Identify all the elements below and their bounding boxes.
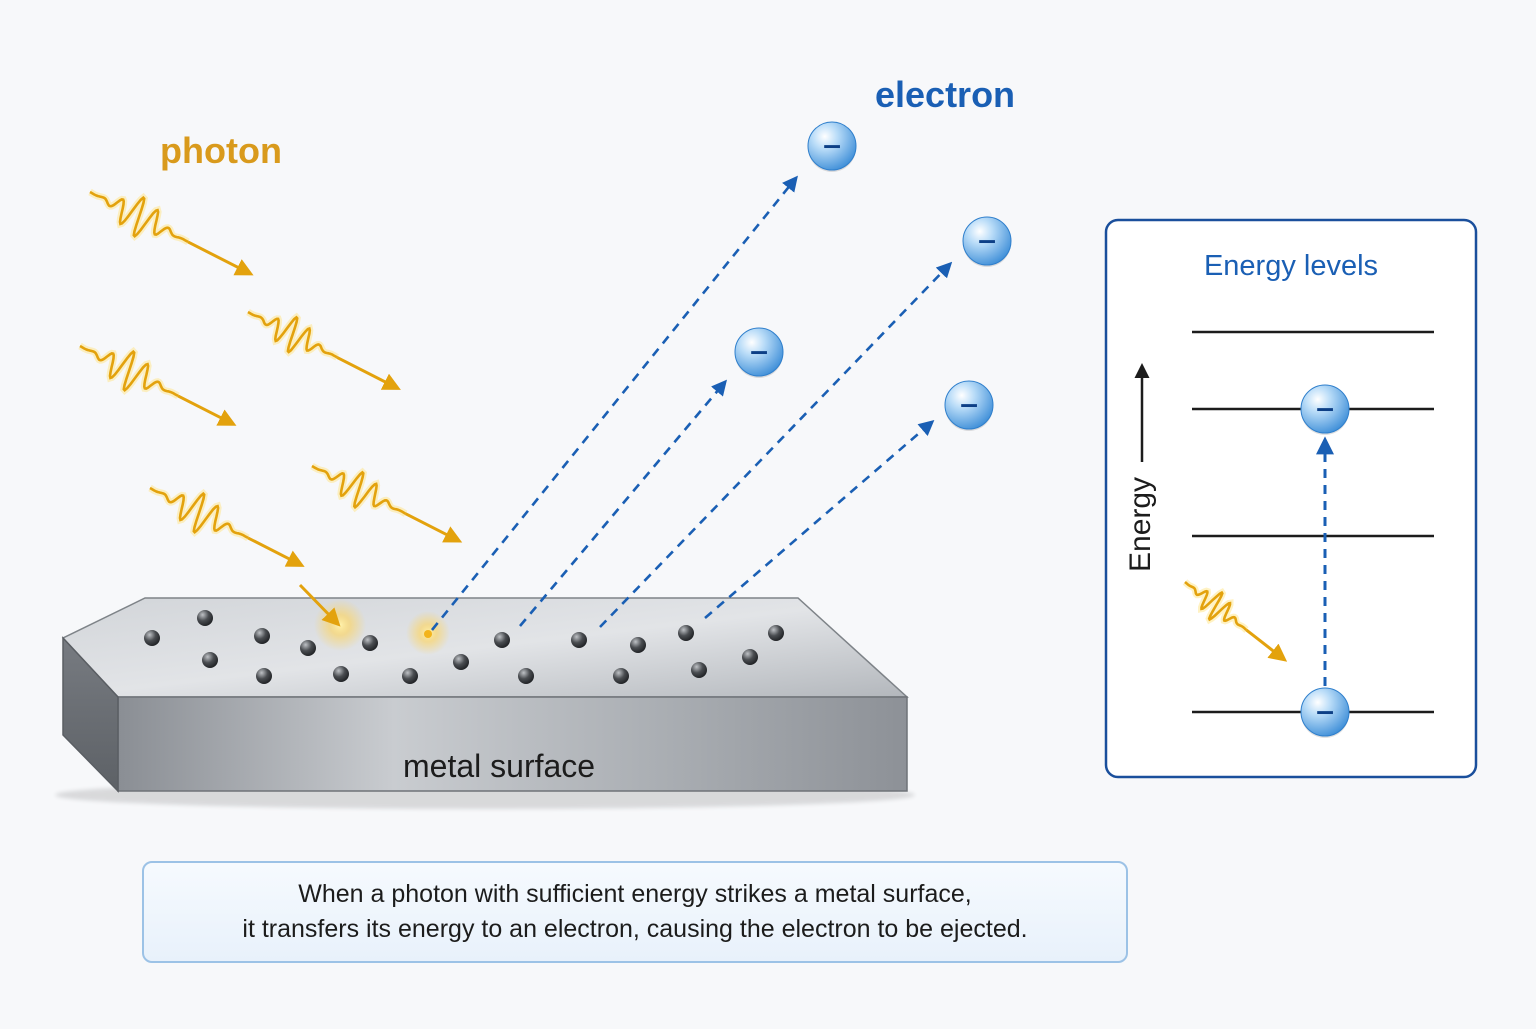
surface-atom <box>362 635 378 651</box>
photon-arrow <box>177 394 237 426</box>
photon-wave-line <box>1184 581 1248 632</box>
surface-atom <box>256 668 272 684</box>
metal-surface-label: metal surface <box>403 748 596 784</box>
electron-sphere <box>734 327 784 377</box>
surface-atom <box>742 649 758 665</box>
surface-atoms <box>144 610 784 684</box>
electron-path <box>599 261 953 628</box>
surface-atom <box>202 652 218 668</box>
impact-point <box>424 630 432 638</box>
electron-charge-sign: − <box>1314 698 1335 727</box>
electron-path <box>430 175 798 631</box>
photon-wave-line <box>247 310 338 359</box>
surface-atom <box>613 668 629 684</box>
surface-atom <box>197 610 213 626</box>
surface-atom <box>144 630 160 646</box>
electron: − <box>944 380 994 431</box>
electron-charge-sign: − <box>748 338 769 367</box>
photon-arrow <box>336 356 401 390</box>
energy-axis-label: Energy <box>1124 476 1157 572</box>
electron-sphere <box>962 216 1012 266</box>
electron-sphere <box>1300 687 1350 737</box>
surface-atom <box>254 628 270 644</box>
caption-box: When a photon with sufficient energy str… <box>142 861 1128 963</box>
surface-atom <box>571 632 587 648</box>
photon-wave <box>310 462 463 543</box>
electron-label: electron <box>875 74 1016 115</box>
incoming-photons <box>78 188 463 627</box>
electron-charge-sign: − <box>976 227 997 256</box>
electron-charge-sign: − <box>821 132 842 161</box>
electron-sphere <box>807 121 857 171</box>
energy-panel-title: Energy levels <box>1203 250 1379 282</box>
surface-atom <box>402 668 418 684</box>
electron-sphere <box>1300 384 1350 434</box>
photon-arrow <box>247 536 305 567</box>
electron: − <box>807 121 857 172</box>
electron-sphere <box>944 380 994 430</box>
metal-slab-side <box>62 636 119 793</box>
electron-path <box>704 419 935 619</box>
electron: − <box>1300 384 1350 435</box>
panel-photon <box>1182 579 1288 662</box>
surface-atom <box>768 625 784 641</box>
electron-path <box>519 379 728 627</box>
photon-wave <box>88 188 254 276</box>
electron: − <box>1300 687 1350 738</box>
caption-line-2: it transfers its energy to an electron, … <box>242 915 1028 943</box>
panel-electrons: −− <box>1300 384 1350 738</box>
photon-arrow <box>404 512 463 543</box>
photon-wave-line <box>311 464 407 515</box>
surface-atom <box>691 662 707 678</box>
surface-atom <box>630 637 646 653</box>
surface-atom <box>453 654 469 670</box>
energy-levels-panel: −− <box>1104 218 1478 779</box>
photon-impact-arrow <box>298 583 341 627</box>
photon-wave-line <box>149 486 249 540</box>
ejected-electrons: − − − − <box>734 121 1012 431</box>
surface-atom <box>300 640 316 656</box>
photon-arrow <box>187 240 254 276</box>
photon-wave <box>246 308 401 390</box>
photon-arrow <box>1245 628 1288 662</box>
photon-wave <box>148 484 305 567</box>
photon-label: photon <box>160 130 282 171</box>
caption-line-1: When a photon with sufficient energy str… <box>298 880 972 908</box>
electron: − <box>734 327 784 378</box>
surface-atom <box>333 666 349 682</box>
photon-wave-line <box>79 344 179 398</box>
energy-panel-frame <box>1104 218 1478 779</box>
surface-atom <box>518 668 534 684</box>
metal-slab-top <box>61 597 909 698</box>
electron-charge-sign: − <box>958 391 979 420</box>
electron-charge-sign: − <box>1314 395 1335 424</box>
electron: − <box>962 216 1012 267</box>
surface-atom <box>678 625 694 641</box>
photon-wave <box>1182 579 1288 662</box>
photon-wave <box>78 342 237 426</box>
surface-atom <box>494 632 510 648</box>
electron-trajectories <box>430 175 953 631</box>
photon-wave-line <box>89 190 189 244</box>
